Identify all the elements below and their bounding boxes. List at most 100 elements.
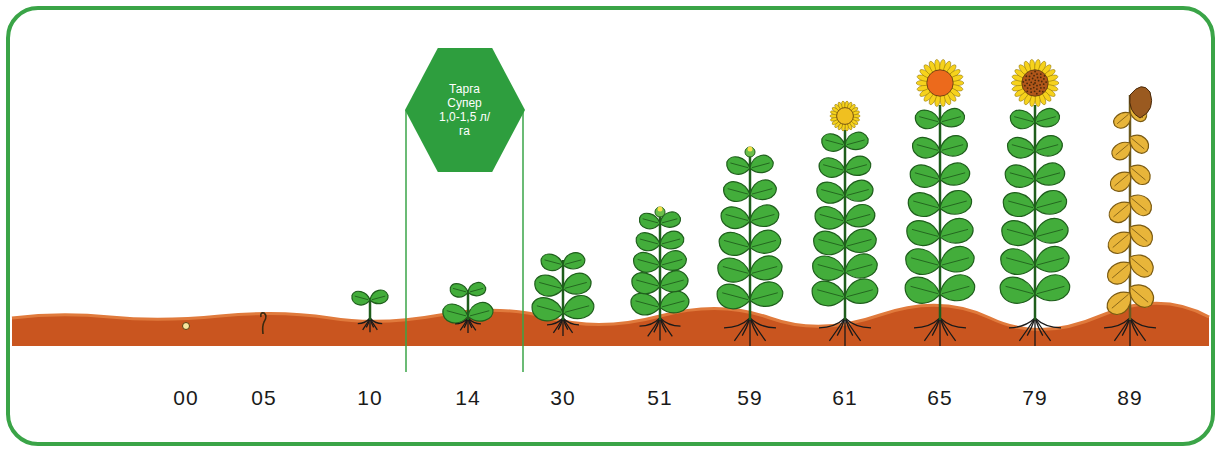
leaf-vein xyxy=(847,140,865,145)
leaf-vein xyxy=(1132,258,1148,272)
leaf-blade xyxy=(812,204,847,233)
leaf-blade xyxy=(819,132,847,155)
leaf-vein xyxy=(1012,145,1033,151)
seed xyxy=(1030,81,1032,83)
leaf-blade xyxy=(1032,160,1067,189)
dry-head xyxy=(1130,87,1152,118)
leaf-blade xyxy=(657,229,685,252)
seed xyxy=(1043,78,1045,80)
leaf-vein xyxy=(752,293,778,300)
stem xyxy=(939,105,942,320)
leaf xyxy=(1126,130,1153,156)
seed xyxy=(1036,88,1038,90)
leaf-vein xyxy=(1037,229,1063,236)
seed xyxy=(1043,87,1045,89)
leaf xyxy=(529,295,566,325)
root xyxy=(1130,318,1138,336)
leaf-blade xyxy=(842,226,879,257)
leaf xyxy=(1125,160,1154,188)
leaf-blade xyxy=(842,276,881,308)
leaf-vein xyxy=(752,214,774,220)
root xyxy=(940,318,966,328)
leaf xyxy=(842,276,881,308)
bud xyxy=(748,147,753,152)
leaf-vein xyxy=(1117,114,1128,123)
leaf-vein xyxy=(1037,258,1064,265)
leaf-blade xyxy=(747,227,783,257)
seed xyxy=(1039,90,1041,92)
leaf-blade xyxy=(1031,243,1071,276)
root xyxy=(742,318,750,336)
leaf-vein xyxy=(819,239,844,246)
leaf-vein xyxy=(447,311,466,316)
product-rate: Тарга Супер 1,0-1,5 л/га xyxy=(437,82,493,138)
leaf xyxy=(631,250,662,276)
leaf-vein xyxy=(912,229,938,236)
stage-number: 05 xyxy=(251,386,276,410)
leaf-blade xyxy=(368,288,389,306)
seed xyxy=(1038,80,1040,82)
leaf xyxy=(657,268,690,295)
leaf xyxy=(1031,243,1071,276)
stem xyxy=(1034,105,1037,320)
leaf-vein xyxy=(372,296,385,300)
leaf-blade xyxy=(910,135,942,162)
leaf-blade xyxy=(465,300,495,325)
seed xyxy=(1032,78,1034,80)
leaf xyxy=(1032,187,1069,218)
root xyxy=(1035,318,1051,341)
leaf-vein xyxy=(565,282,587,288)
leaf-blade xyxy=(1124,249,1158,282)
flower-disc xyxy=(927,70,953,96)
flower-disc xyxy=(837,108,854,125)
leaf-blade xyxy=(657,288,691,316)
leaf-blade xyxy=(936,271,977,305)
leaf xyxy=(1125,219,1157,251)
root xyxy=(1129,318,1130,346)
leaf xyxy=(842,202,877,231)
leaf-blade xyxy=(724,155,752,178)
leaf-vein xyxy=(942,258,969,265)
leaf-vein xyxy=(565,260,582,264)
leaf-blade xyxy=(913,108,942,132)
leaf-vein xyxy=(752,189,772,194)
leaf-vein xyxy=(752,163,770,168)
leaf-blade xyxy=(937,187,974,218)
root xyxy=(1035,318,1043,336)
leaf-vein xyxy=(847,265,872,272)
seed xyxy=(183,323,190,330)
leaf xyxy=(902,274,943,308)
stage-number: 89 xyxy=(1117,386,1142,410)
seed xyxy=(1042,91,1044,93)
leaf xyxy=(634,230,662,253)
leaf-blade xyxy=(1031,271,1072,305)
leaf xyxy=(842,251,880,282)
seed xyxy=(1025,79,1027,81)
leaf-blade xyxy=(747,253,785,284)
leaf-vein xyxy=(825,140,843,145)
leaf xyxy=(1032,106,1061,130)
leaf xyxy=(724,155,752,178)
leaf-vein xyxy=(723,267,748,274)
leaf-blade xyxy=(811,228,848,259)
root xyxy=(940,318,948,336)
leaf-vein xyxy=(823,165,843,170)
leaf-blade xyxy=(1032,187,1069,218)
leaf-vein xyxy=(942,145,963,151)
seed xyxy=(1034,71,1036,73)
leaf-vein xyxy=(1006,258,1033,265)
leaf xyxy=(628,290,662,318)
leaf-vein xyxy=(911,286,938,293)
leaf-vein xyxy=(662,280,684,286)
hexagon-fill xyxy=(405,48,525,172)
leaf xyxy=(936,271,977,305)
leaf xyxy=(747,227,783,257)
leaf-vein xyxy=(913,201,938,208)
root xyxy=(749,318,750,346)
leaf-vein xyxy=(1112,294,1129,308)
leaf-vein xyxy=(470,288,483,292)
leaf-vein xyxy=(1037,286,1064,293)
root xyxy=(1114,318,1130,341)
leaf xyxy=(368,288,389,306)
leaf-blade xyxy=(718,204,752,232)
